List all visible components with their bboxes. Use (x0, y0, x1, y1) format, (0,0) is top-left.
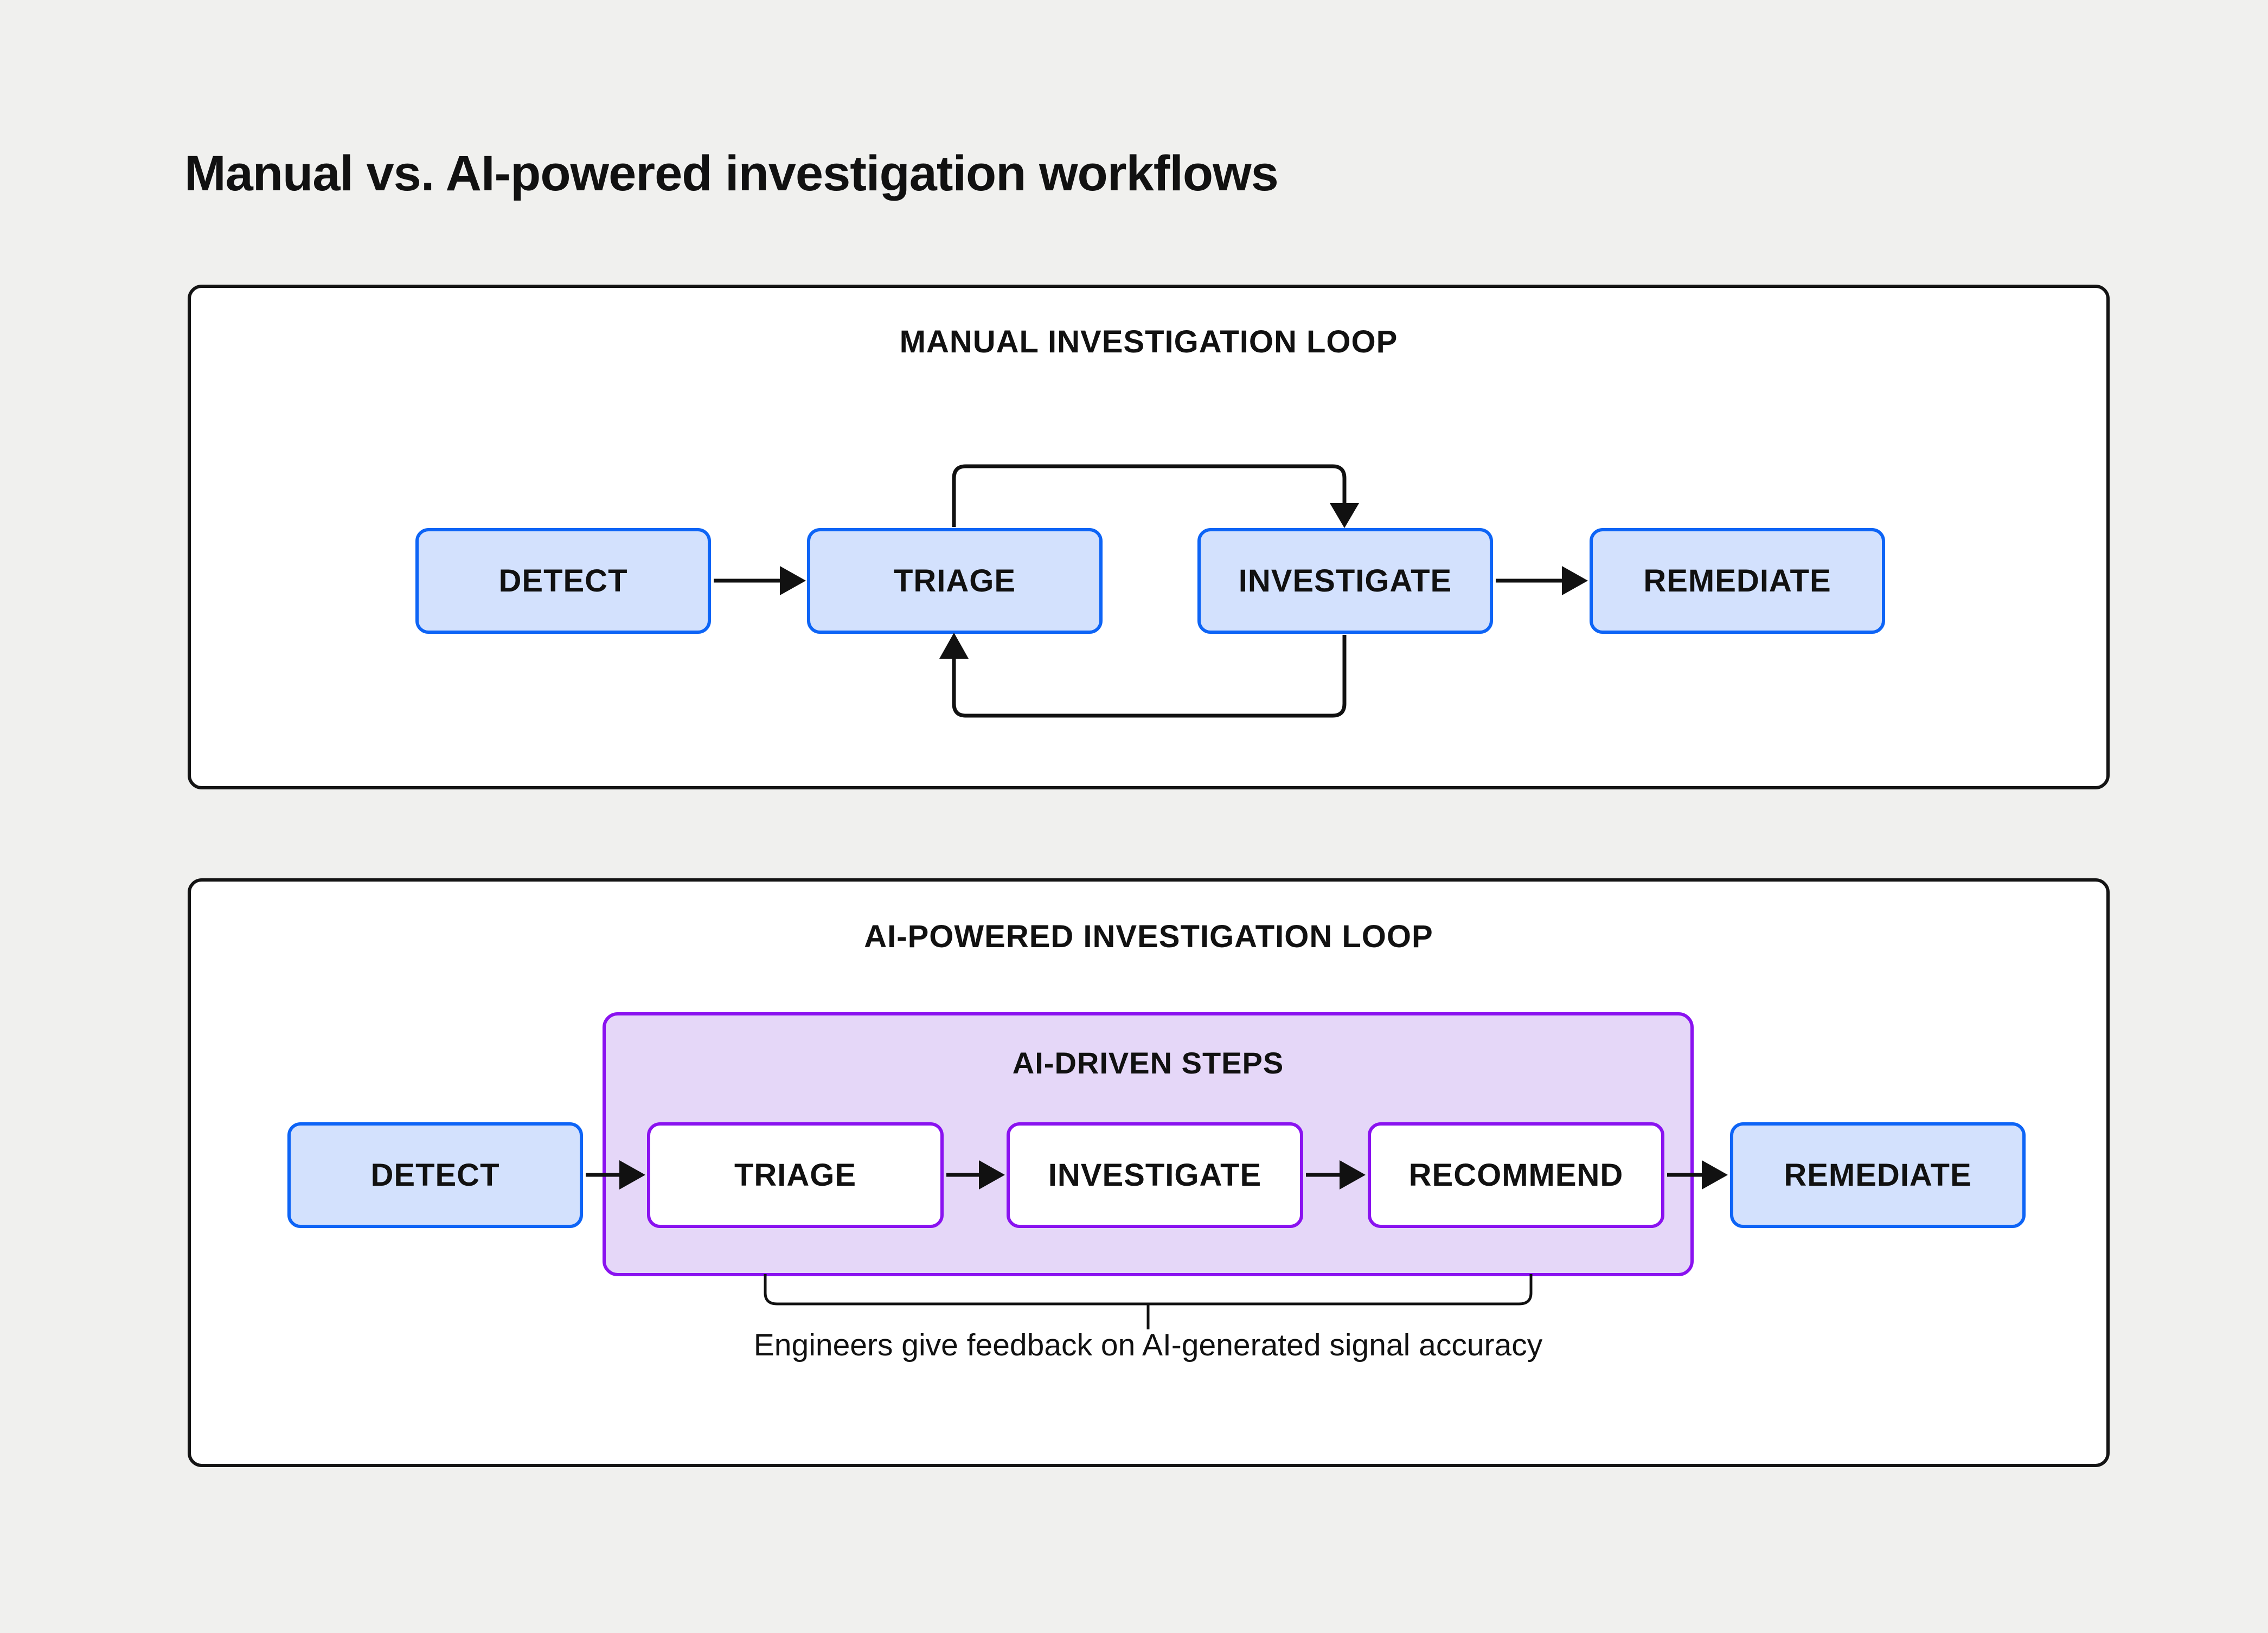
manual-step-triage: TRIAGE (807, 528, 1103, 634)
ai-driven-steps-title: AI-DRIVEN STEPS (1012, 1046, 1284, 1080)
ai-step-remediate-label: REMEDIATE (1784, 1158, 1972, 1193)
manual-step-triage-label: TRIAGE (893, 563, 1016, 599)
ai-step-detect: DETECT (287, 1122, 583, 1228)
manual-step-remediate: REMEDIATE (1590, 528, 1885, 634)
manual-step-detect-label: DETECT (498, 563, 628, 599)
ai-step-recommend: RECOMMEND (1368, 1122, 1664, 1228)
ai-step-triage-label: TRIAGE (734, 1158, 857, 1193)
manual-step-investigate: INVESTIGATE (1197, 528, 1493, 634)
ai-step-detect-label: DETECT (370, 1158, 500, 1193)
ai-step-investigate: INVESTIGATE (1007, 1122, 1303, 1228)
ai-step-recommend-label: RECOMMEND (1408, 1158, 1624, 1193)
manual-step-remediate-label: REMEDIATE (1643, 563, 1831, 599)
ai-loop-title: AI-POWERED INVESTIGATION LOOP (864, 919, 1433, 954)
ai-step-triage: TRIAGE (647, 1122, 944, 1228)
feedback-caption: Engineers give feedback on AI-generated … (753, 1328, 1543, 1362)
manual-loop-title: MANUAL INVESTIGATION LOOP (899, 324, 1398, 359)
manual-step-investigate-label: INVESTIGATE (1238, 563, 1452, 599)
manual-step-detect: DETECT (415, 528, 711, 634)
page-title: Manual vs. AI-powered investigation work… (184, 146, 1279, 201)
ai-step-investigate-label: INVESTIGATE (1048, 1158, 1262, 1193)
ai-step-remediate: REMEDIATE (1730, 1122, 2026, 1228)
